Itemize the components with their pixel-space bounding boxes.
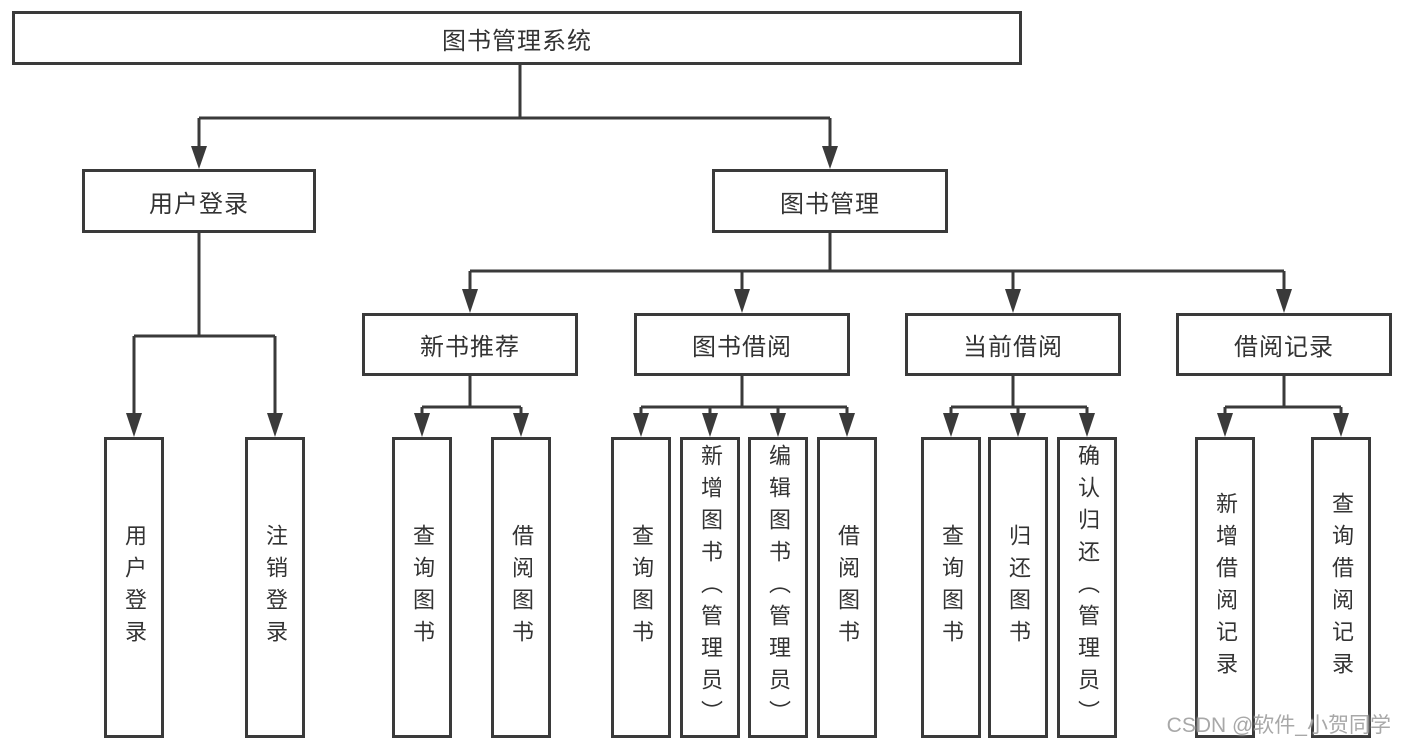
- node-edit-books-admin: 编辑图书（管理员）: [748, 437, 808, 738]
- node-borrow-books-under-borrowing-label: 借阅图书: [835, 523, 860, 652]
- node-add-books-admin-label: 新增图书（管理员）: [698, 443, 723, 732]
- node-logout-action-label: 注销登录: [263, 523, 288, 652]
- node-book-borrowing: 图书借阅: [634, 313, 850, 376]
- node-borrow-books-under-borrowing: 借阅图书: [817, 437, 877, 738]
- csdn-watermark: CSDN @软件_小贺同学: [1166, 714, 1391, 737]
- node-edit-books-admin-label: 编辑图书（管理员）: [766, 443, 791, 732]
- node-current-borrowing-label: 当前借阅: [963, 334, 1063, 361]
- node-add-books-admin: 新增图书（管理员）: [680, 437, 740, 738]
- node-query-books-under-recommend-label: 查询图书: [410, 523, 435, 652]
- node-add-borrow-record: 新增借阅记录: [1195, 437, 1255, 738]
- node-query-books-under-borrowing-label: 查询图书: [629, 523, 654, 652]
- node-book-management-system: 图书管理系统: [12, 11, 1022, 65]
- node-borrowing-records-label: 借阅记录: [1234, 334, 1334, 361]
- node-current-borrowing: 当前借阅: [905, 313, 1121, 376]
- node-query-books-under-borrowing: 查询图书: [611, 437, 671, 738]
- node-query-books-under-recommend: 查询图书: [392, 437, 452, 738]
- node-query-books-under-current: 查询图书: [921, 437, 981, 738]
- node-add-borrow-record-label: 新增借阅记录: [1213, 491, 1238, 684]
- node-user-login-action: 用户登录: [104, 437, 164, 738]
- node-query-borrow-record: 查询借阅记录: [1311, 437, 1371, 738]
- node-book-management-label: 图书管理: [780, 190, 880, 218]
- node-book-management: 图书管理: [712, 169, 948, 233]
- node-borrowing-records: 借阅记录: [1176, 313, 1392, 376]
- edge-lines: [132, 65, 1343, 419]
- node-user-login-action-label: 用户登录: [122, 523, 147, 652]
- node-user-login: 用户登录: [82, 169, 316, 233]
- node-borrow-books-under-recommend-label: 借阅图书: [509, 523, 534, 652]
- node-new-book-recommendation: 新书推荐: [362, 313, 578, 376]
- node-book-management-system-label: 图书管理系统: [442, 27, 592, 55]
- node-logout-action: 注销登录: [245, 437, 305, 738]
- node-confirm-return-admin-label: 确认归还（管理员）: [1075, 443, 1100, 732]
- node-user-login-label: 用户登录: [149, 190, 249, 218]
- node-confirm-return-admin: 确认归还（管理员）: [1057, 437, 1117, 738]
- node-return-books: 归还图书: [988, 437, 1048, 738]
- node-return-books-label: 归还图书: [1006, 523, 1031, 652]
- node-query-borrow-record-label: 查询借阅记录: [1329, 491, 1354, 684]
- node-borrow-books-under-recommend: 借阅图书: [491, 437, 551, 738]
- node-new-book-recommendation-label: 新书推荐: [420, 334, 520, 361]
- arrowheads: [126, 146, 1349, 437]
- node-query-books-under-current-label: 查询图书: [939, 523, 964, 652]
- node-book-borrowing-label: 图书借阅: [692, 334, 792, 361]
